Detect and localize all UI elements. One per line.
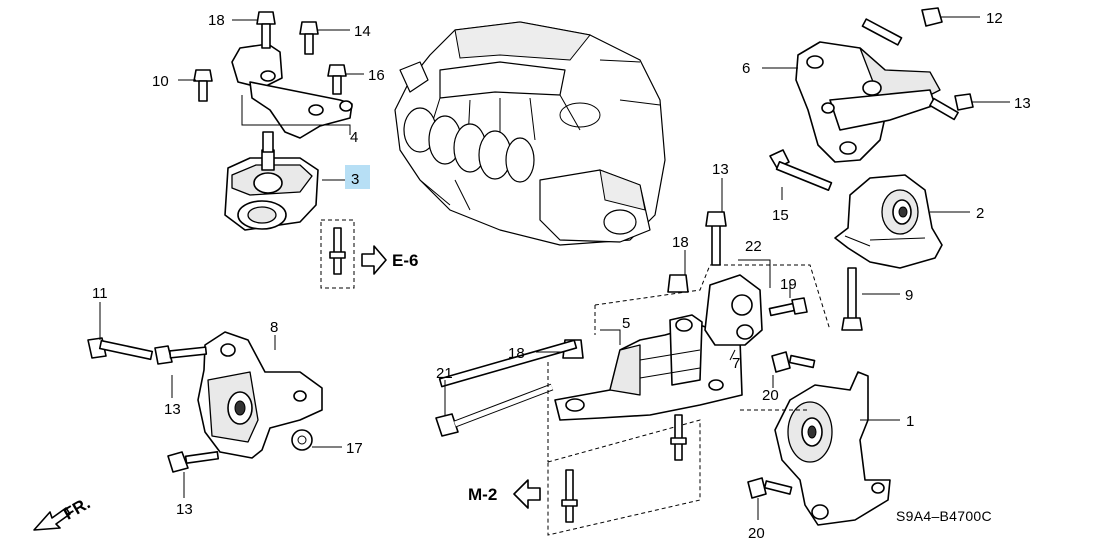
bracket-4 [231,43,353,139]
label-18-center: 18 [672,234,689,251]
bolt-9 [841,267,863,331]
label-3-highlight [345,165,370,189]
stud-m2-a [561,469,578,523]
label-3: 3 [351,171,359,188]
bolt-16 [327,64,347,95]
bolt-12 [861,7,943,46]
nut-17 [291,429,313,451]
bolt-18-top [256,11,276,49]
label-6: 6 [742,60,750,77]
bolt-15 [769,149,833,191]
bolt-13-center [705,211,727,266]
label-4: 4 [350,129,358,146]
label-12: 12 [986,10,1003,27]
part-7 [704,274,763,346]
label-14: 14 [354,23,371,40]
diagram-code: S9A4–B4700C [896,508,992,524]
label-13-right: 13 [1014,95,1031,112]
mount-3 [224,131,319,231]
label-13-left-lower: 13 [176,501,193,518]
front-label: FR. [60,494,93,524]
arrow-left-icon [513,479,541,509]
bracket-5 [554,314,743,421]
engine-illustration [394,21,666,246]
label-21: 21 [436,365,453,382]
front-arrow-icon [33,507,71,531]
label-5: 5 [622,315,630,332]
label-13-center: 13 [712,161,729,178]
bolt-20-lower [747,477,793,499]
bolt-19 [768,297,808,317]
label-19: 19 [780,276,797,293]
ref-m2: M-2 [468,485,497,504]
bolt-13-right [929,93,974,121]
label-8: 8 [270,319,278,336]
mount-2 [834,174,943,269]
label-17: 17 [346,440,363,457]
bolt-10 [193,69,213,102]
mount-1 [774,371,891,526]
bolt-20-upper [771,351,816,373]
label-18-top: 18 [208,12,225,29]
label-18-lower: 18 [508,345,525,362]
bolt-13-left-lower [167,451,220,473]
leader-lines [99,16,1010,520]
bolt-14 [299,21,319,55]
label-15: 15 [772,207,789,224]
label-9: 9 [905,287,913,304]
front-direction-indicator: FR. [33,494,94,531]
stud-e6 [329,227,346,275]
label-2: 2 [976,205,984,222]
label-11: 11 [92,285,108,302]
mount-8 [197,331,323,459]
label-16: 16 [368,67,385,84]
label-20-upper: 20 [762,387,779,404]
stud-m2-b [670,414,687,461]
label-10: 10 [152,73,169,90]
bolt-11 [87,337,154,361]
nut-18-center [667,274,689,293]
bracket-6 [795,41,941,163]
part-labels: 18 14 16 10 4 3 E-6 12 6 13 13 15 2 22 1… [92,10,1031,542]
ref-e6: E-6 [392,251,418,270]
label-20-lower: 20 [748,525,765,542]
bolt-13-left-upper [154,345,208,365]
arrow-right-icon [361,245,387,275]
label-7: 7 [732,355,740,372]
label-22: 22 [745,238,762,255]
label-13-left-upper: 13 [164,401,181,418]
label-1: 1 [906,413,914,430]
